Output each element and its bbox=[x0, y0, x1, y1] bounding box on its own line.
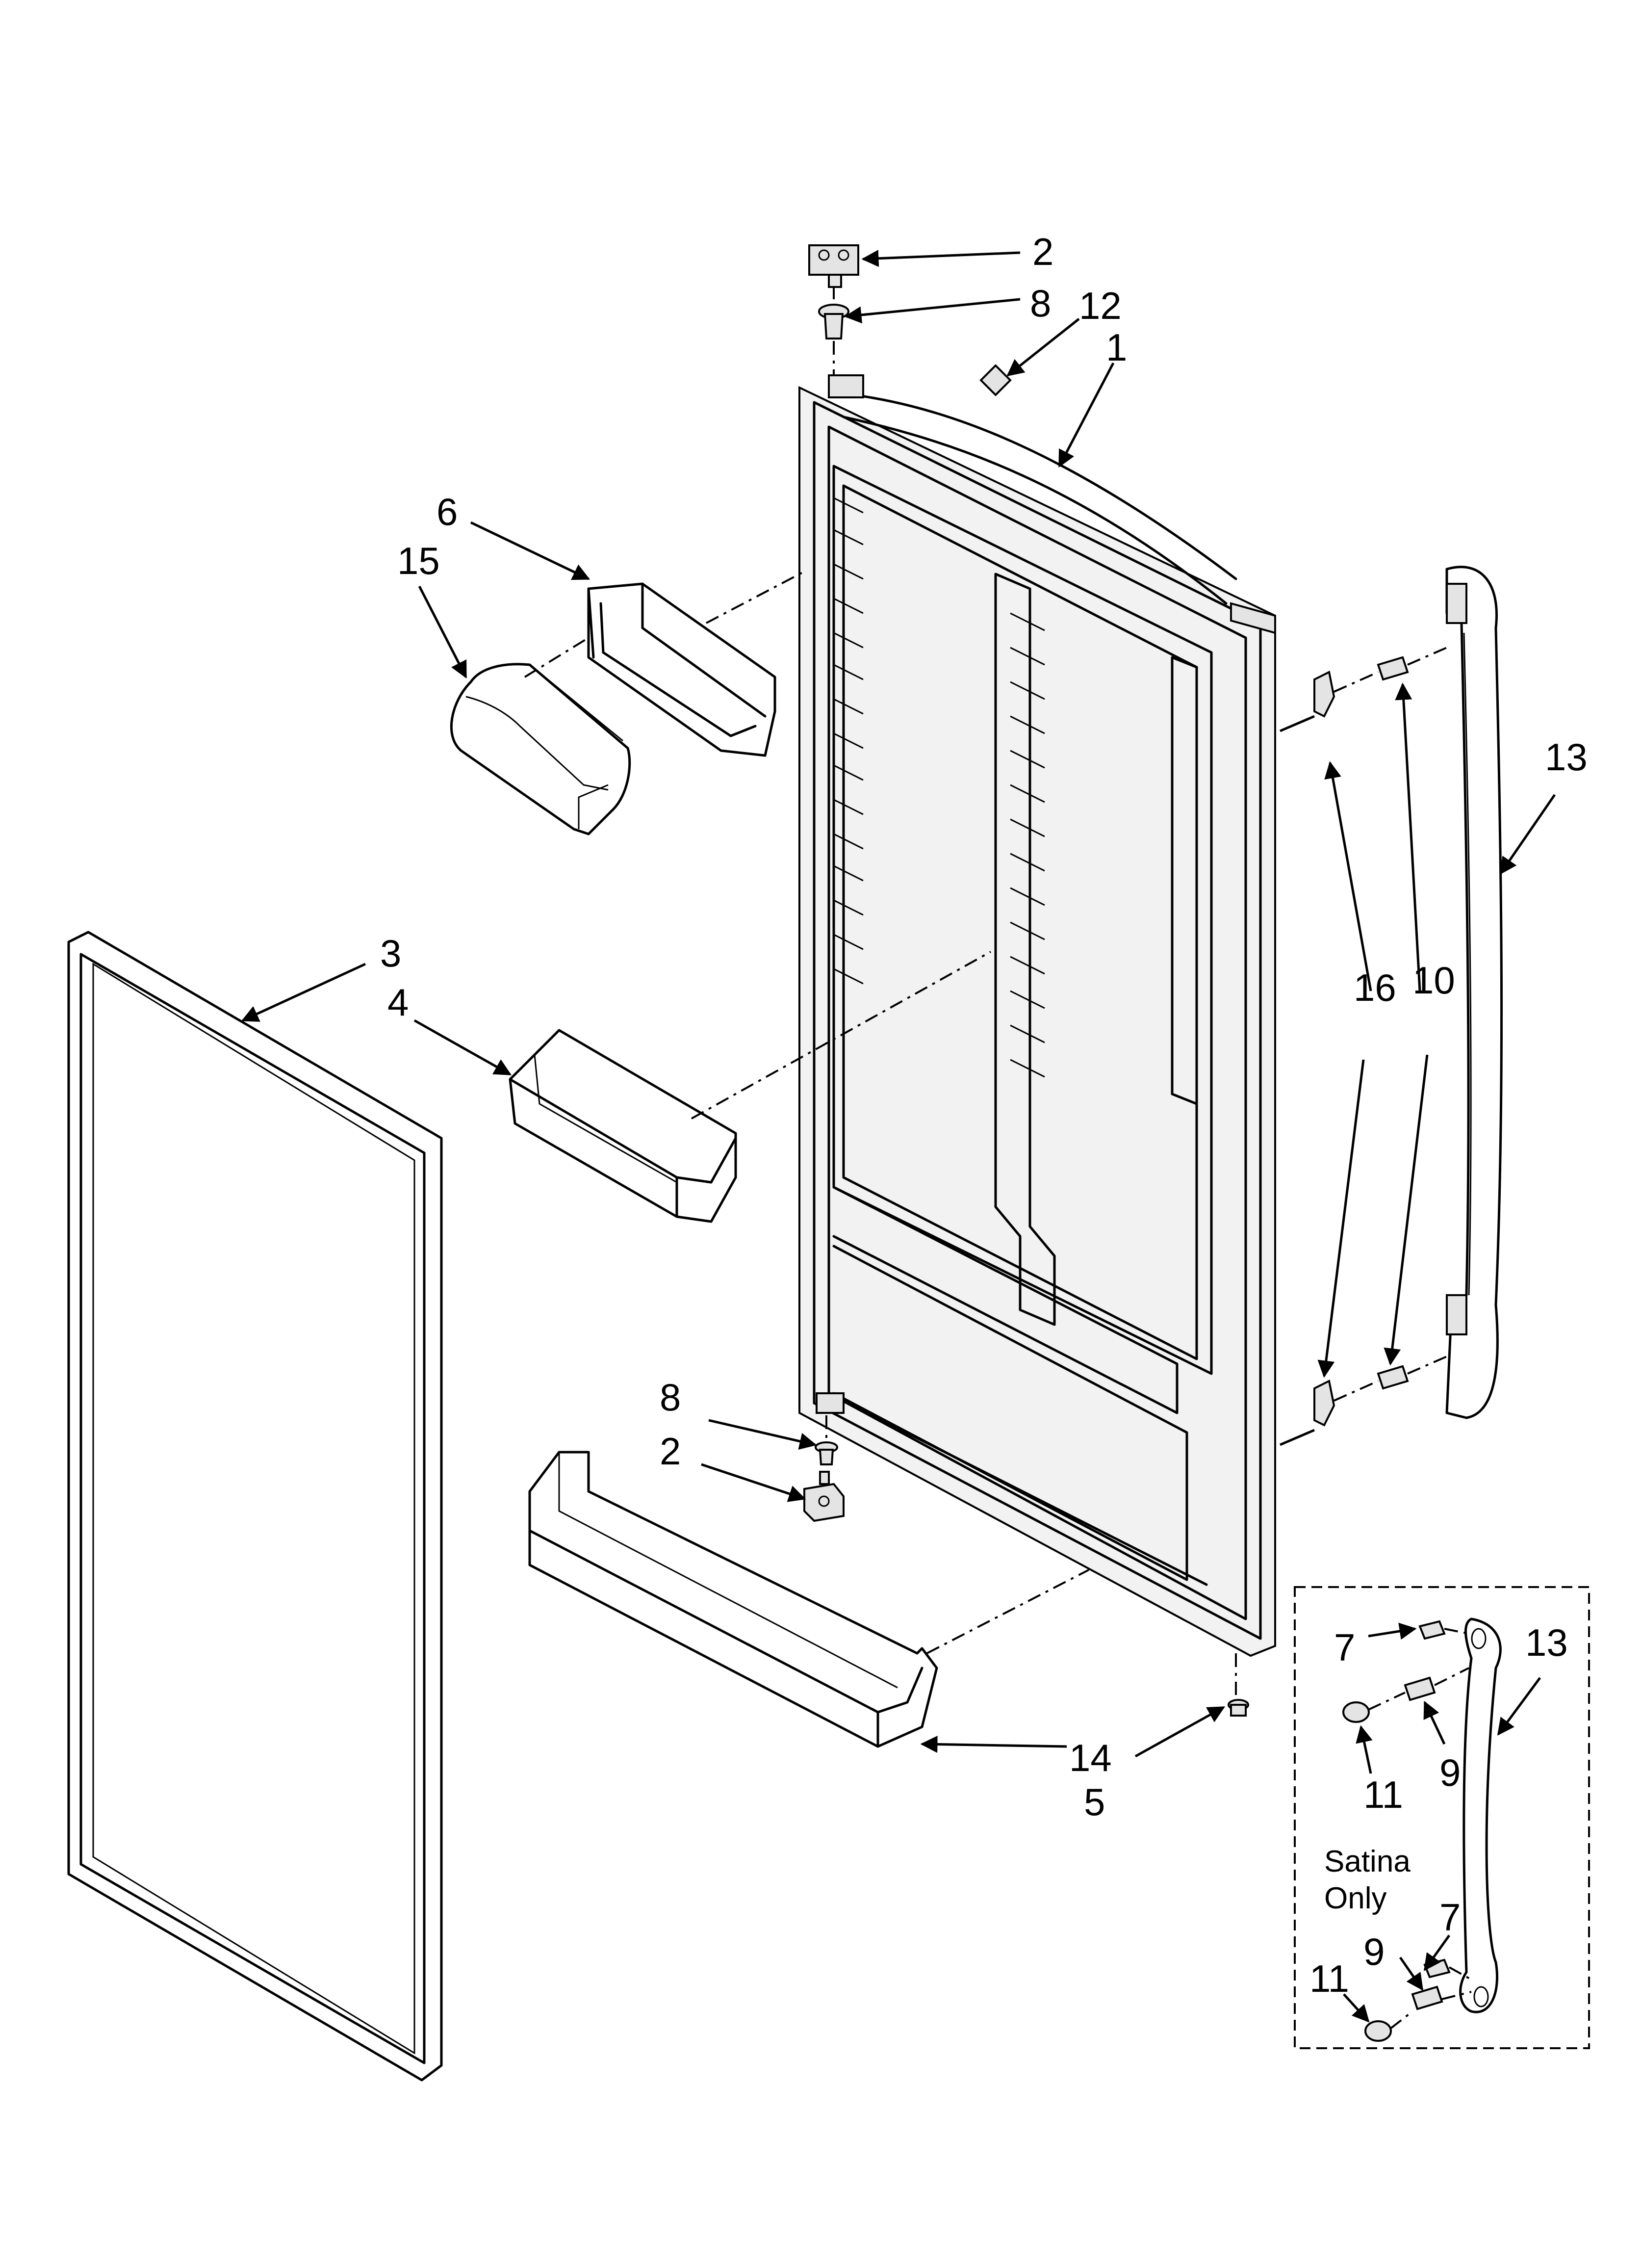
leader-arrows bbox=[241, 250, 1556, 2023]
cover-15-part bbox=[450, 663, 631, 835]
box-screw-parts bbox=[1404, 1620, 1451, 2010]
callout-box-screw-top: 7 bbox=[1334, 1626, 1355, 1669]
callout-hinge-top: 2 bbox=[1032, 230, 1053, 273]
hinge-bottom-part bbox=[803, 1471, 845, 1522]
callout-box-screw2-top: 9 bbox=[1439, 1751, 1461, 1794]
callout-box-screw2-bottom: 9 bbox=[1363, 1930, 1385, 1973]
callout-box-spacer-bottom: 11 bbox=[1309, 1957, 1349, 2000]
callout-screw: 10 bbox=[1412, 959, 1455, 1002]
callout-box-handle: 13 bbox=[1525, 1621, 1568, 1664]
callout-plug-top: 12 bbox=[1079, 284, 1122, 327]
bin-4-part bbox=[509, 1029, 737, 1223]
satina-note-line1: Satina bbox=[1324, 1845, 1411, 1878]
callout-box-spacer-top: 11 bbox=[1363, 1773, 1403, 1816]
callout-box-screw-bottom: 7 bbox=[1439, 1896, 1461, 1939]
box-handle-part bbox=[1459, 1617, 1502, 2013]
handle-13-part bbox=[1445, 566, 1503, 1419]
clip-bottom-part bbox=[1313, 1380, 1335, 1427]
door-assembly bbox=[798, 374, 1276, 1657]
door-ledges-right bbox=[1010, 612, 1045, 1078]
clip-top-part bbox=[1313, 671, 1335, 718]
screw-bottom-part bbox=[1377, 1365, 1409, 1390]
callout-gasket: 3 bbox=[380, 932, 401, 975]
shelf-5-part bbox=[528, 1451, 938, 1748]
callout-bushing-top: 8 bbox=[1030, 282, 1051, 325]
callout-handle: 13 bbox=[1545, 735, 1588, 779]
bushing-bottom-part bbox=[815, 1441, 838, 1465]
callout-cap: 14 bbox=[1069, 1736, 1112, 1779]
callout-clip: 16 bbox=[1354, 966, 1396, 1009]
cap-14-part bbox=[1228, 1699, 1249, 1717]
satina-box bbox=[1294, 1586, 1590, 2049]
gasket-3-part bbox=[67, 931, 443, 2082]
callout-bin-b: 4 bbox=[387, 981, 409, 1024]
callout-door: 1 bbox=[1106, 326, 1127, 369]
bushing-top-part bbox=[818, 304, 849, 339]
callout-hinge-bottom: 2 bbox=[660, 1430, 681, 1473]
screw-top-part bbox=[1377, 656, 1409, 681]
callout-bushing-bottom: 8 bbox=[660, 1376, 681, 1419]
bin-6-part bbox=[587, 582, 776, 757]
hinge-top-part bbox=[808, 244, 859, 288]
callout-bin-a: 6 bbox=[436, 490, 458, 533]
box-spacer-parts bbox=[1342, 1701, 1392, 2042]
callout-shelf: 5 bbox=[1084, 1780, 1105, 1824]
plug-top-part bbox=[979, 364, 1012, 396]
door-ledges-left bbox=[833, 497, 864, 985]
satina-note-line2: Only bbox=[1324, 1881, 1386, 1915]
callout-cover: 15 bbox=[397, 539, 440, 582]
